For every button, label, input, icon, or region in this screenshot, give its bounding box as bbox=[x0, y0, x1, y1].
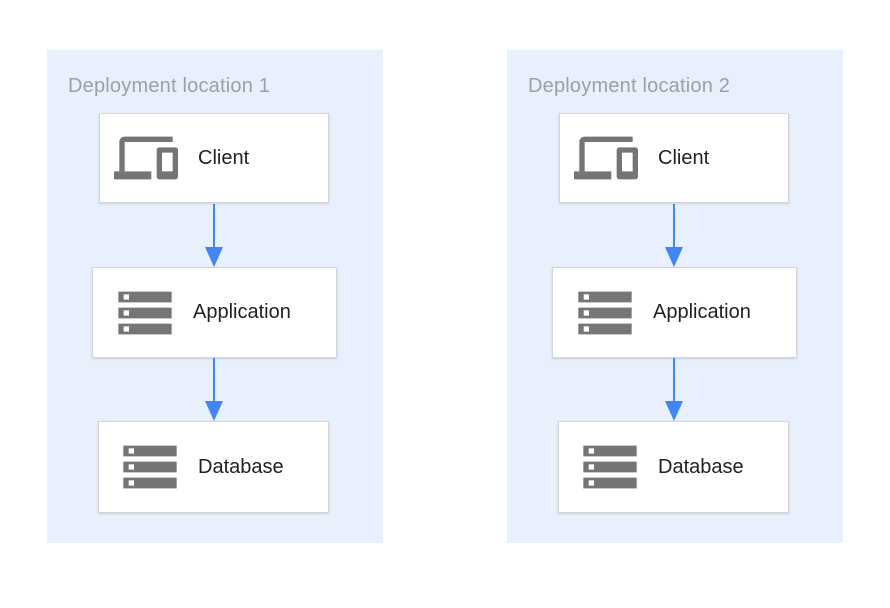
node-application: Application bbox=[92, 267, 337, 358]
storage-icon bbox=[118, 435, 182, 499]
arrow-head bbox=[205, 247, 223, 267]
arrow-down-icon bbox=[665, 358, 683, 421]
node-client: Client bbox=[559, 113, 789, 203]
panel-title: Deployment location 1 bbox=[68, 75, 271, 97]
devices-icon bbox=[114, 126, 178, 190]
node-label: Application bbox=[653, 301, 751, 323]
node-label: Database bbox=[198, 455, 284, 478]
storage-icon bbox=[113, 281, 177, 345]
deployment-panel-2: Deployment location 2 Client Application bbox=[507, 50, 843, 543]
devices-icon bbox=[574, 126, 638, 190]
arrow-head bbox=[205, 401, 223, 421]
arrow-down-icon bbox=[205, 204, 223, 267]
node-database: Database bbox=[558, 421, 789, 513]
node-label: Client bbox=[658, 146, 710, 169]
arrow-line bbox=[672, 358, 676, 401]
storage-icon bbox=[573, 281, 637, 345]
deployment-panel-1: Deployment location 1 Client Application bbox=[47, 50, 383, 543]
arrow-line bbox=[212, 358, 216, 401]
node-application: Application bbox=[552, 267, 797, 358]
arrow-head bbox=[665, 247, 683, 267]
arrow-down-icon bbox=[665, 204, 683, 267]
node-label: Application bbox=[193, 301, 291, 323]
arrow-head bbox=[665, 401, 683, 421]
arrow-line bbox=[212, 204, 216, 247]
arrow-line bbox=[672, 204, 676, 247]
arrow-down-icon bbox=[205, 358, 223, 421]
node-database: Database bbox=[98, 421, 329, 513]
panel-title: Deployment location 2 bbox=[528, 75, 731, 97]
node-label: Database bbox=[658, 455, 744, 478]
node-client: Client bbox=[99, 113, 329, 203]
node-label: Client bbox=[198, 146, 250, 169]
storage-icon bbox=[578, 435, 642, 499]
